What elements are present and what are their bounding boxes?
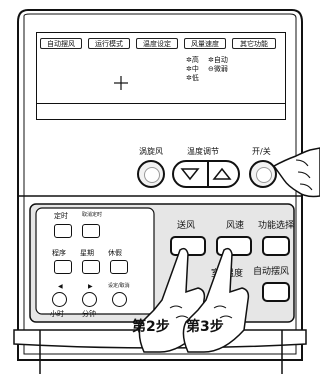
step-2-label: 第2步 (132, 319, 170, 335)
week-button[interactable] (82, 260, 100, 274)
temp-down-button[interactable] (180, 167, 200, 181)
fan-high-legend: ✲高 (186, 56, 199, 64)
minute-button[interactable] (82, 292, 97, 307)
auto-swing-label: 自动摆风 (253, 267, 290, 277)
crosshair-icon (114, 76, 128, 90)
program-label: 程序 (52, 249, 66, 257)
send-air-label: 送风 (177, 221, 196, 231)
hour-label: 小时 (50, 310, 64, 318)
right-arrow-icon: ▶ (88, 283, 93, 290)
hour-button[interactable] (52, 292, 67, 307)
auto-swing-button[interactable] (262, 282, 290, 302)
function-select-label: 功能选择 (258, 221, 295, 231)
lcd-divider (36, 103, 286, 104)
timer-label: 定时 (54, 212, 68, 220)
fan-speed-label: 风速 (226, 221, 245, 231)
fan-low-legend: ✲低 (186, 74, 199, 82)
partial-label-right: 温度 (225, 269, 244, 279)
holiday-button[interactable] (110, 260, 128, 274)
function-select-button[interactable] (262, 236, 290, 256)
cancel-timer-button[interactable] (82, 224, 100, 238)
cancel-timer-label: 取消定时 (82, 212, 103, 218)
tab-fan-speed: 风量速度 (184, 38, 226, 49)
temp-adjust-label: 温度调节 (187, 147, 219, 156)
fan-breeze-legend: ⊖微弱 (208, 65, 228, 73)
holiday-label: 休假 (108, 249, 122, 257)
tab-temp-set: 温度设定 (136, 38, 178, 49)
swirl-label: 涡旋风 (139, 147, 163, 156)
fan-medium-legend: ✲中 (186, 65, 199, 73)
fan-auto-legend: ✲自动 (208, 56, 228, 64)
power-button-face (256, 167, 272, 183)
timer-button[interactable] (54, 224, 72, 238)
tab-other-functions: 其它功能 (232, 38, 276, 49)
tab-auto-swing: 自动摆风 (40, 38, 82, 49)
confirm-cancel-button[interactable] (112, 292, 127, 307)
program-button[interactable] (54, 260, 72, 274)
power-label: 开/关 (252, 147, 271, 156)
tab-run-mode: 运行模式 (88, 38, 130, 49)
swirl-button-face (144, 167, 160, 183)
temp-adjust-control (172, 160, 240, 188)
left-arrow-icon: ◀ (58, 283, 63, 290)
power-button[interactable] (249, 160, 277, 188)
temp-up-button[interactable] (212, 167, 232, 181)
minute-label: 分钟 (82, 310, 96, 318)
temp-adjust-divider (207, 162, 209, 186)
week-label: 星期 (80, 249, 94, 257)
step-3-label: 第3步 (186, 319, 224, 335)
swirl-button[interactable] (137, 160, 165, 188)
confirm-cancel-label: 设定/取消 (108, 283, 130, 289)
fan-legend: ✲高 ✲自动 ✲中 ⊖微弱 ✲低 (186, 57, 266, 87)
